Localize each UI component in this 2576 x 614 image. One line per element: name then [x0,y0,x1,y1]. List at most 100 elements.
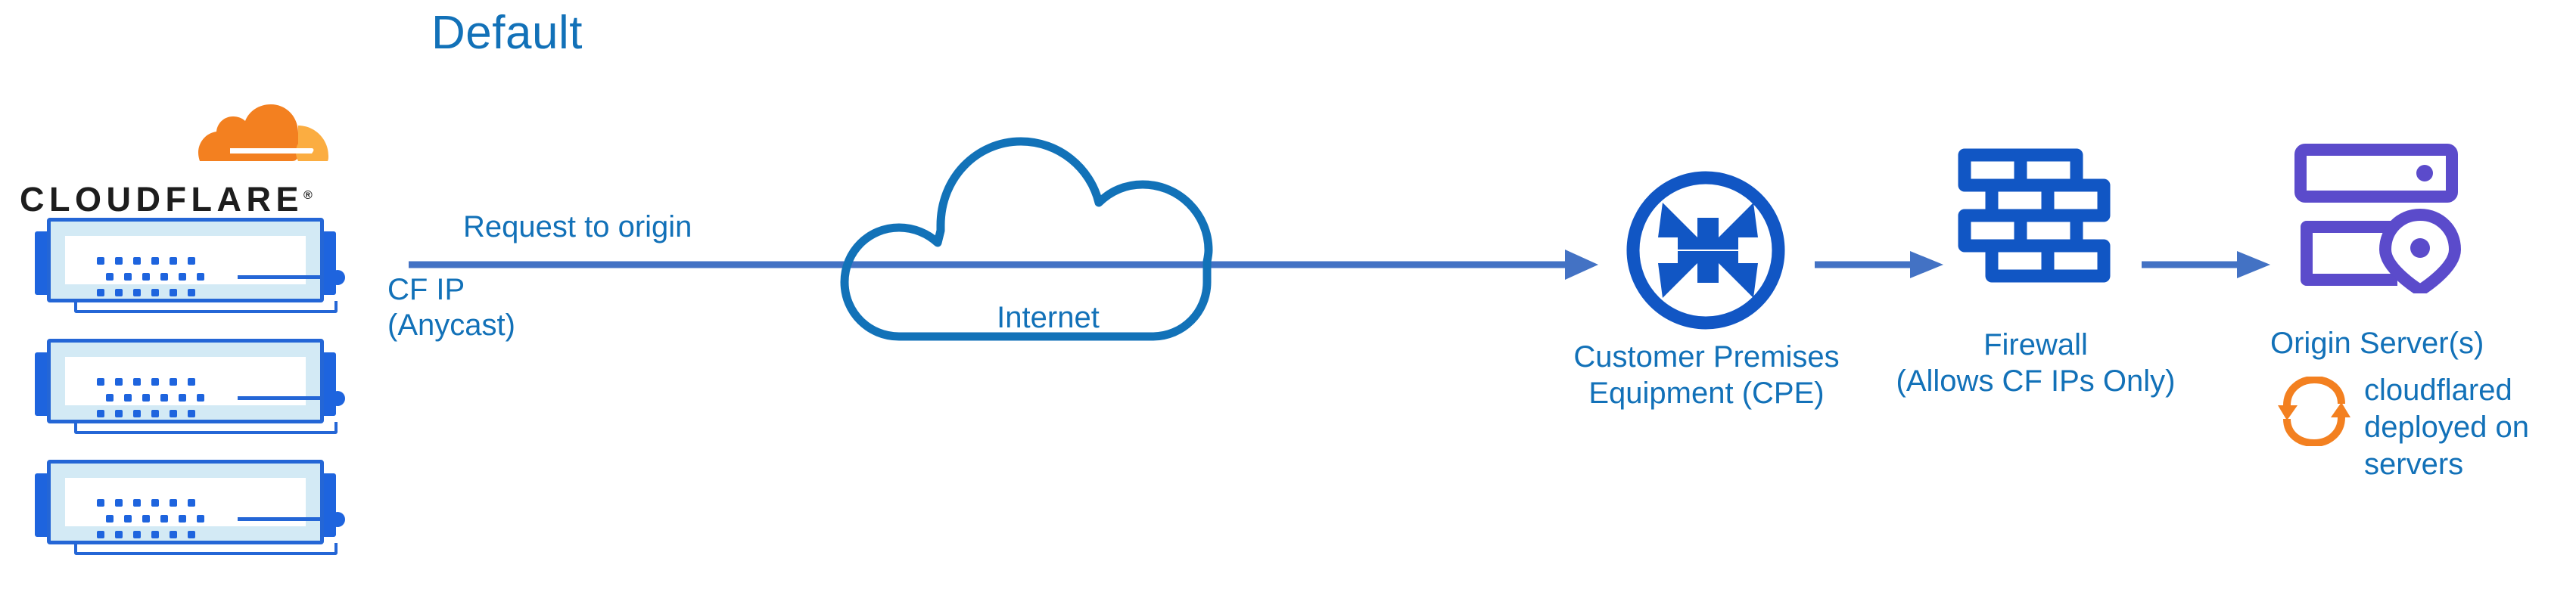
vent-dot [160,394,168,402]
vent-dot [170,289,177,296]
vent-dot [115,410,123,417]
vent-dot [97,531,104,538]
registered-mark: ® [303,189,313,202]
server-slot-line [238,517,322,521]
cpe-label: Customer Premises Equipment (CPE) [1544,339,1869,411]
cf-ip-anycast-label: CF IP (Anycast) [387,272,515,343]
vent-dot [151,378,159,386]
cloudflare-brand: CLOUDFLARE® [20,95,345,219]
vent-dot [97,499,104,507]
vent-dot [170,499,177,507]
vent-dot [133,410,141,417]
vent-dot [142,394,150,402]
vent-dot [106,515,114,523]
server-base-shadow [74,301,338,313]
vent-dot [115,289,123,296]
vent-dot [106,273,114,281]
vent-dot [151,289,159,296]
vent-dot [188,289,195,296]
cloud-icon [840,137,1213,341]
request-to-origin-label: Request to origin [463,210,692,243]
cloudflare-edge-server-2 [35,339,345,434]
vent-dot [170,257,177,265]
vent-dot [197,515,204,523]
router-icon [1626,171,1785,330]
server-vent-grid [97,257,210,296]
server-front-panel [65,478,345,538]
vent-dot [97,410,104,417]
brick-wall-icon [1958,148,2111,283]
vent-dot [188,410,195,417]
vent-dot [151,531,159,538]
server-chassis [47,218,345,302]
vent-dot [133,531,141,538]
vent-dot [188,499,195,507]
vent-dot [133,289,141,296]
vent-dot [160,273,168,281]
cf-ip-line-1: CF IP [387,273,465,306]
vent-dot [170,531,177,538]
cloudflare-edge-server-1 [35,218,345,313]
cf-ip-line-2: (Anycast) [387,309,515,343]
vent-dot [133,257,141,265]
server-status-led [330,391,345,406]
vent-dot [151,499,159,507]
vent-dot [179,515,186,523]
vent-dot [124,394,132,402]
server-status-led [330,270,345,285]
vent-dot [115,257,123,265]
vent-dot [151,410,159,417]
server-slot-line [238,275,322,279]
server-front-panel [65,357,345,417]
request-to-origin-arrow [409,250,1598,280]
server-base-shadow [74,422,338,434]
vent-dot [142,515,150,523]
vent-dot [97,378,104,386]
vent-dot [97,257,104,265]
cpe-label-line-2: Equipment (CPE) [1588,377,1825,410]
server-base-shadow [74,543,338,555]
cpe-label-line-1: Customer Premises [1573,340,1840,374]
server-chassis [47,460,345,544]
vent-dot [115,499,123,507]
vent-dot [124,273,132,281]
server-chassis [47,339,345,423]
vent-dot [170,378,177,386]
vent-dot [197,394,204,402]
vent-dot [170,410,177,417]
vent-dot [188,378,195,386]
server-vent-grid [97,378,210,417]
cloudflared-line-1: cloudflared [2364,374,2512,407]
vent-dot [179,394,186,402]
firewall-label-line-1: Firewall [1983,328,2088,361]
vent-dot [115,531,123,538]
cpe-to-firewall-arrow [1815,251,1943,278]
vent-dot [133,378,141,386]
server-status-led [330,512,345,527]
vent-dot [188,531,195,538]
vent-dot [142,273,150,281]
vent-dot [124,515,132,523]
cloudflare-wordmark: CLOUDFLARE® [20,180,313,219]
vent-dot [179,273,186,281]
firewall-label-line-2: (Allows CF IPs Only) [1896,364,2176,398]
internet-label: Internet [997,301,1100,334]
firewall-label: Firewall (Allows CF IPs Only) [1873,327,2198,399]
vent-dot [97,289,104,296]
firewall-to-origin-arrow [2142,251,2270,278]
vent-dot [188,257,195,265]
wordmark-text: CLOUDFLARE [20,180,303,219]
cloudflared-line-2: deployed on [2364,410,2529,444]
server-front-panel [65,236,345,296]
vent-dot [160,515,168,523]
cloudflare-edge-server-3 [35,460,345,555]
server-rack-pin-icon [2294,144,2461,293]
vent-dot [133,499,141,507]
vent-dot [197,273,204,281]
server-slot-line [238,396,322,400]
sync-refresh-icon [2278,377,2350,446]
vent-dot [106,394,114,402]
server-vent-grid [97,499,210,538]
cloudflared-line-3: servers [2364,447,2464,481]
